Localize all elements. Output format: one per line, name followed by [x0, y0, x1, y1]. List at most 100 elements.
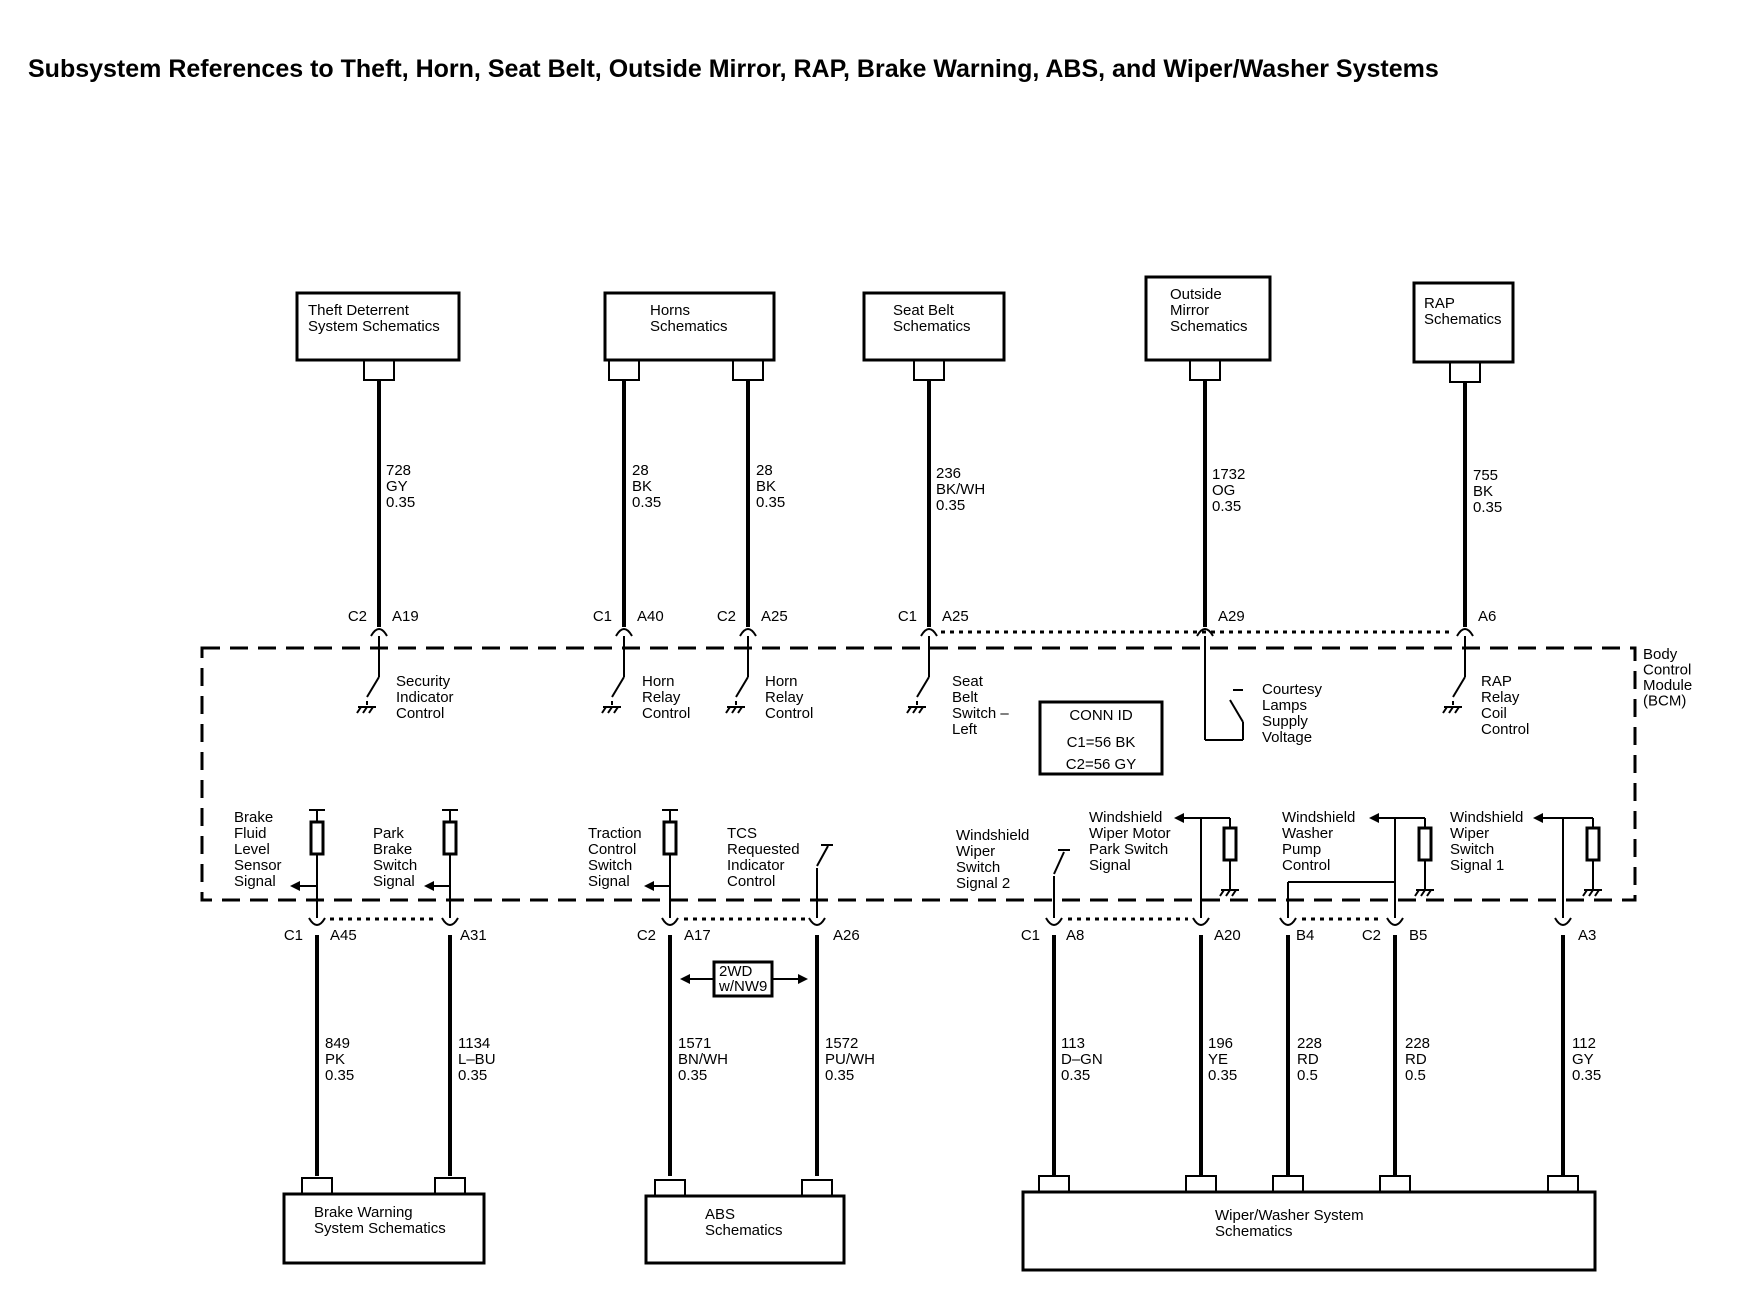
wire-spec-seat_belt: 236 [936, 465, 961, 482]
wire-spec-tcs: PU/WH [825, 1051, 875, 1068]
ground-symbol [1426, 889, 1432, 897]
function-label-park_brake: Brake [373, 841, 412, 858]
function-label-wiper_park: Signal [1089, 857, 1131, 874]
connector-id: C1 [593, 608, 612, 625]
function-label-brake_fluid: Brake [234, 809, 273, 826]
reference-box-label: RAP [1424, 295, 1455, 312]
wire-spec-traction: 0.35 [678, 1067, 707, 1084]
module-boundary [200, 646, 1637, 902]
ground-symbol [725, 706, 731, 714]
connector-id: C2 [348, 608, 367, 625]
reference-box-rap [1412, 281, 1515, 364]
wire-spec-horn1: 0.35 [632, 494, 661, 511]
wire-spec-brake_fluid: 0.35 [325, 1067, 354, 1084]
wire-spec-park_brake: 0.35 [458, 1067, 487, 1084]
reference-box-label: Schematics [893, 318, 971, 335]
wire-spec-wiper_sw1: 112 [1572, 1035, 1596, 1052]
function-label-brake_fluid: Signal [234, 873, 276, 890]
switch-blade [366, 676, 380, 698]
reference-box-seat_belt [862, 291, 1006, 362]
function-label-mirror: Courtesy [1262, 681, 1323, 698]
ground-symbol [906, 706, 912, 714]
reference-box-label: Outside [1170, 286, 1222, 303]
pullup-resistor [309, 820, 325, 856]
reference-box-abs [644, 1194, 846, 1265]
reference-box-label: System Schematics [308, 318, 440, 335]
wire-spec-mirror: OG [1212, 482, 1235, 499]
wire-spec-rap: BK [1473, 483, 1493, 500]
reference-box-label: Seat Belt [893, 302, 955, 319]
switch-blade [816, 845, 829, 867]
arrow-head [1174, 813, 1184, 823]
function-label-washer_pump: Windshield [1282, 809, 1355, 826]
arrow-head [798, 974, 808, 984]
pin-id: B5 [1409, 927, 1427, 944]
ground-symbol [1420, 889, 1426, 897]
box-connector [1185, 1175, 1217, 1192]
function-label-wiper_sw2: Wiper [956, 843, 995, 860]
connector-terminal [920, 628, 938, 637]
option-box [712, 960, 774, 998]
connector-id: C1 [284, 927, 303, 944]
wire-spec-wiper_park: YE [1208, 1051, 1228, 1068]
wire-spec-wiper_park: 196 [1208, 1035, 1233, 1052]
wire-spec-traction: 1571 [678, 1035, 711, 1052]
box-connector [1038, 1175, 1070, 1192]
pin-id: A26 [833, 927, 860, 944]
switch-blade [1229, 699, 1244, 723]
option-label: w/NW9 [718, 978, 767, 995]
function-label-seat_belt: Belt [952, 689, 979, 706]
function-label-horn2: Horn [765, 673, 798, 690]
module-label: (BCM) [1643, 693, 1686, 710]
reference-box-label: Schematics [1170, 318, 1248, 335]
ground-symbol [1582, 889, 1588, 897]
reference-box-label: Brake Warning [314, 1204, 413, 1221]
pin-id: A29 [1218, 608, 1245, 625]
function-label-wiper_park: Park Switch [1089, 841, 1168, 858]
pin-id: A40 [637, 608, 664, 625]
box-connector [608, 360, 640, 381]
connector-id: C1 [898, 608, 917, 625]
reference-box-theft [295, 291, 461, 362]
connector-terminal [1386, 917, 1404, 926]
box-connector [801, 1179, 833, 1196]
function-label-seat_belt: Left [952, 721, 978, 738]
connector-terminal [739, 628, 757, 637]
function-label-wiper_sw2: Signal 2 [956, 875, 1010, 892]
function-label-rap: Control [1481, 721, 1529, 738]
function-label-horn1: Horn [642, 673, 675, 690]
function-label-theft: Security [396, 673, 451, 690]
pin-id: A45 [330, 927, 357, 944]
page-title: Subsystem References to Theft, Horn, Sea… [28, 55, 1439, 83]
function-label-wiper_sw2: Switch [956, 859, 1000, 876]
function-label-horn1: Relay [642, 689, 681, 706]
wire-spec-wiper_sw2: 0.35 [1061, 1067, 1090, 1084]
function-label-brake_fluid: Fluid [234, 825, 267, 842]
wire-spec-theft: 0.35 [386, 494, 415, 511]
wire-spec-mirror: 0.35 [1212, 498, 1241, 515]
box-connector [434, 1177, 466, 1194]
reference-box-label: Schematics [705, 1222, 783, 1239]
wire-spec-park_brake: 1134 [458, 1035, 490, 1052]
ground-symbol [1448, 706, 1454, 714]
schematic-lines [200, 360, 1637, 1196]
function-label-horn2: Control [765, 705, 813, 722]
wire-spec-washer_pump: 0.5 [1297, 1067, 1318, 1084]
wire-spec-rap: 0.35 [1473, 499, 1502, 516]
pin-id: A25 [942, 608, 969, 625]
box-connector [654, 1179, 686, 1196]
wire-spec-wiper_sw2: D–GN [1061, 1051, 1103, 1068]
ground-symbol [1454, 706, 1460, 714]
arrow-head [424, 881, 434, 891]
wire-spec-wiper_sw2: 113 [1061, 1035, 1085, 1052]
reference-box-label: ABS [705, 1206, 735, 1223]
module-label: Control [1643, 662, 1691, 679]
wire-spec-washer_pump: RD [1297, 1051, 1319, 1068]
pin-id: B4 [1296, 927, 1314, 944]
reference-box-label: Schematics [1424, 311, 1502, 328]
pin-id: A6 [1478, 608, 1496, 625]
function-label-theft: Indicator [396, 689, 454, 706]
pin-id: A19 [392, 608, 419, 625]
